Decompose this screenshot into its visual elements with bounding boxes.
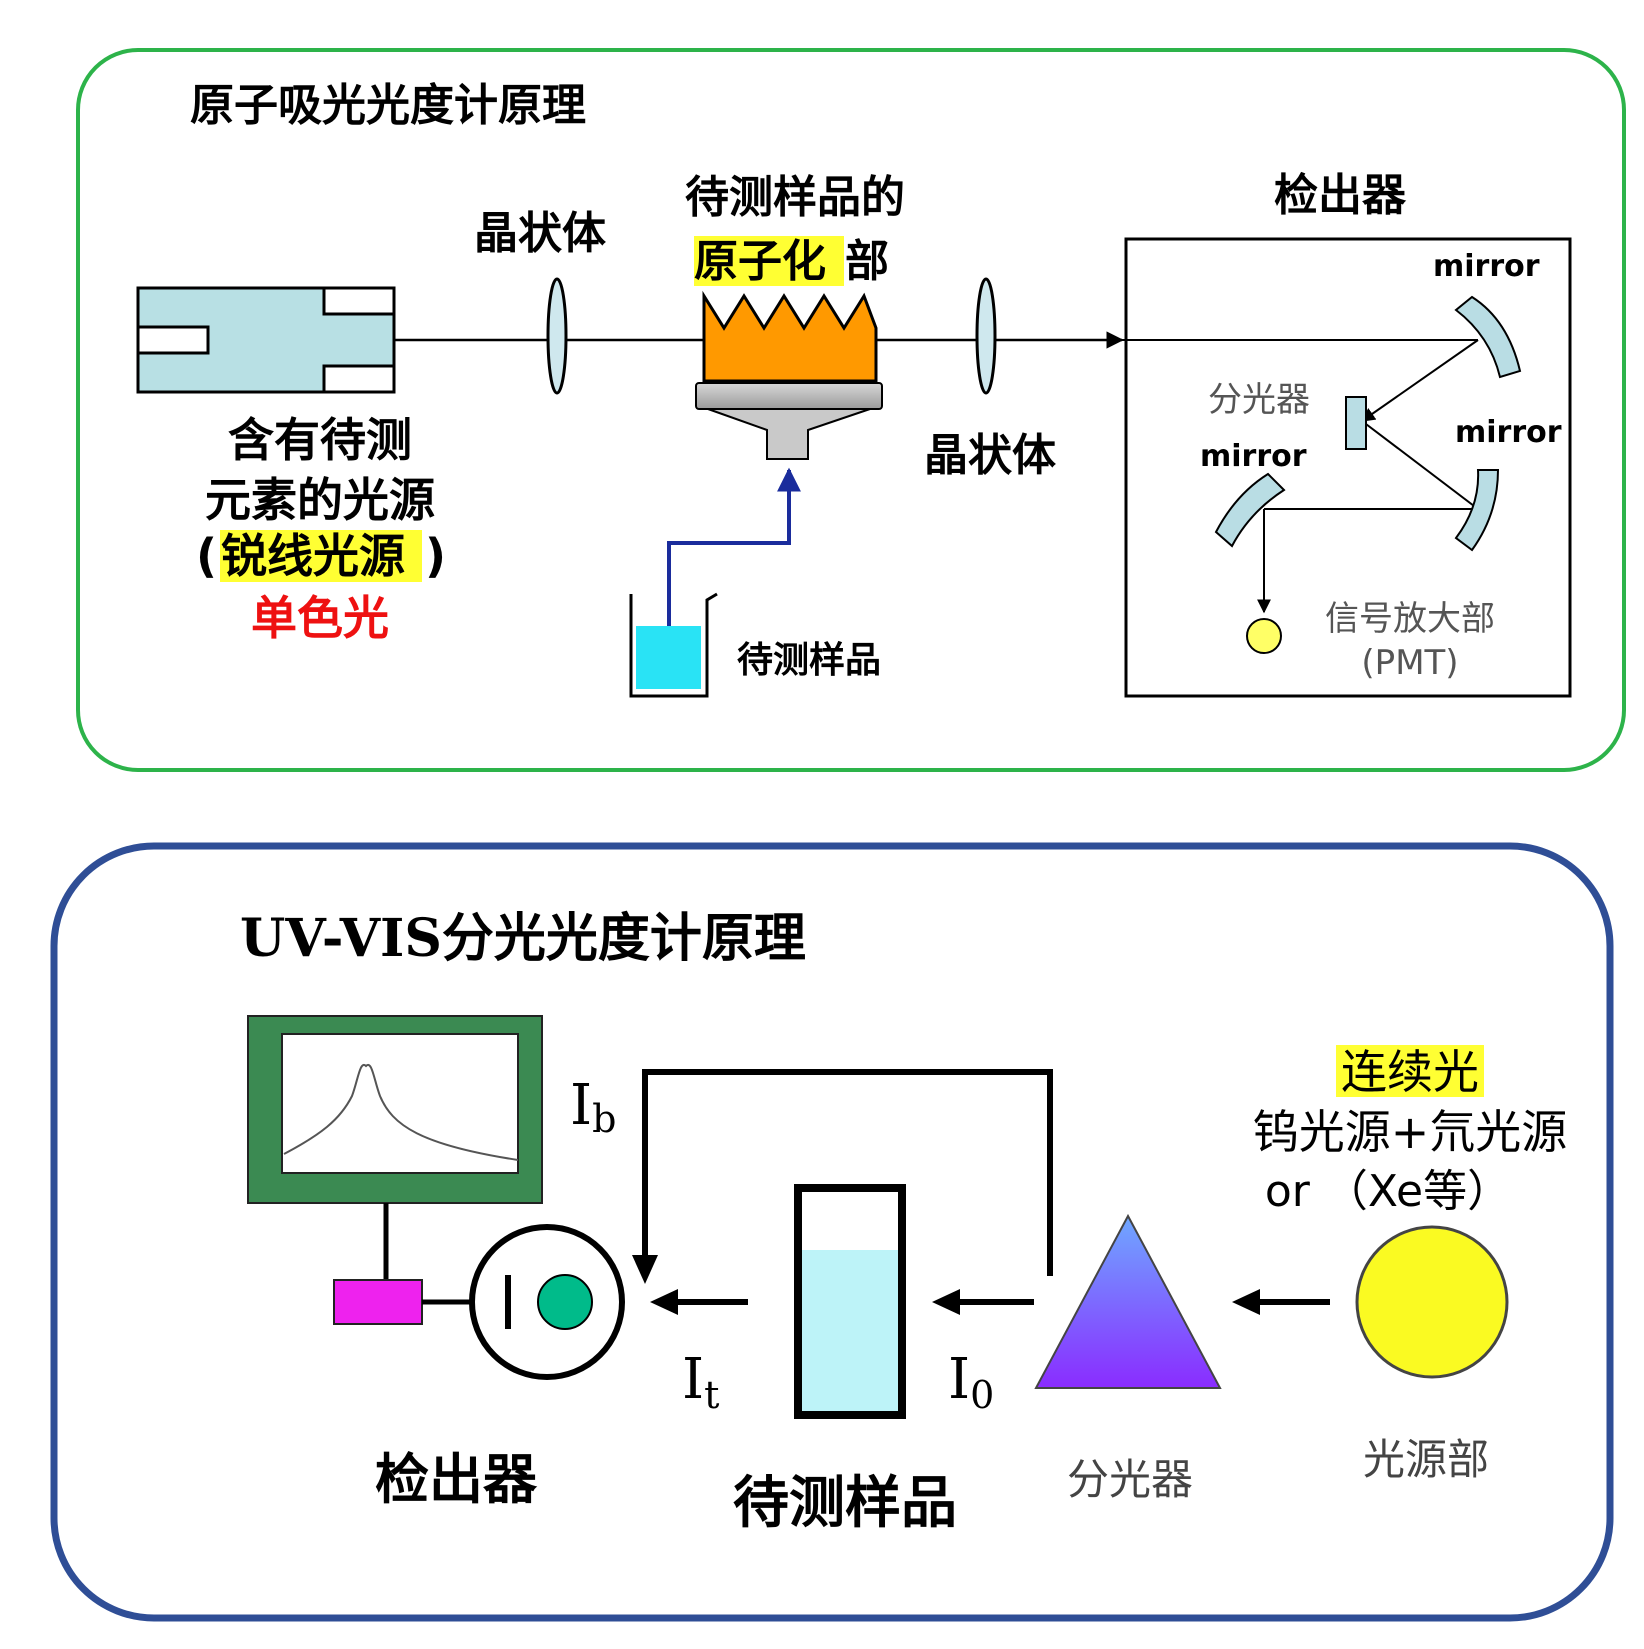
source-paren-open: ( — [196, 529, 217, 583]
lens-left-label: 晶状体 — [474, 208, 606, 259]
source-arrow — [1232, 1289, 1330, 1315]
flame-icon — [702, 290, 878, 383]
prism-label: 分光器 — [1067, 1455, 1193, 1504]
monitor-icon — [247, 1015, 543, 1204]
sample-label: 待测样品 — [737, 640, 881, 681]
reference-beam — [642, 1069, 1053, 1276]
source-label-mono: 单色光 — [251, 591, 389, 645]
aas-panel: 原子吸光光度计原理 晶状体 晶状体 待测样品的 原子化 部 — [76, 48, 1626, 772]
hollow-cathode-lamp — [136, 286, 396, 394]
lamp-types-label: 钨光源+氘光源 — [1253, 1105, 1568, 1159]
amp-label-line1: 信号放大部 — [1325, 599, 1495, 639]
incident-arrow — [932, 1289, 1034, 1315]
source-label-line2: 元素的光源 — [205, 473, 435, 527]
atomizer-highlight — [694, 236, 844, 286]
mirror-right-label: mirror — [1455, 415, 1562, 450]
lens-right-label: 晶状体 — [924, 430, 1056, 481]
it-label: It — [682, 1347, 719, 1417]
pmt-icon — [1246, 618, 1282, 654]
amp-label-line2: (PMT) — [1361, 643, 1458, 683]
aas-title: 原子吸光光度计原理 — [190, 80, 586, 131]
lamp-icon — [1355, 1225, 1509, 1379]
source-paren-close: ) — [425, 529, 446, 583]
uvvis-panel: UV-VIS分光光度计原理 — [50, 842, 1614, 1622]
lens-left — [546, 277, 568, 395]
mirror-right-icon — [1454, 469, 1500, 552]
detector-icon — [469, 1224, 625, 1380]
mirror-path — [1122, 339, 1479, 614]
cuvette-label: 待测样品 — [733, 1471, 957, 1536]
continuous-light-label: 连续光 — [1341, 1045, 1479, 1099]
detector-label: 检出器 — [375, 1448, 538, 1511]
prism-icon — [1034, 1213, 1222, 1389]
continuous-light-highlight — [1336, 1045, 1484, 1097]
mirror-left-icon — [1214, 472, 1286, 548]
splitter-plate-icon — [1345, 396, 1367, 450]
splitter-label: 分光器 — [1208, 380, 1310, 420]
uvvis-title: UV-VIS分光光度计原理 — [240, 908, 806, 969]
ib-label: Ib — [570, 1073, 616, 1141]
source-label-line1: 含有待测 — [228, 413, 412, 467]
atomizer-label-highlight: 原子化 — [694, 236, 826, 287]
i0-label: I0 — [948, 1347, 994, 1417]
detector-title: 检出器 — [1274, 170, 1407, 221]
mirror-top-label: mirror — [1433, 249, 1540, 284]
sample-feed-tube — [667, 467, 801, 655]
detector-box — [1124, 237, 1572, 698]
lamp-label: 光源部 — [1363, 1435, 1489, 1484]
atomizer-label-line1: 待测样品的 — [685, 172, 905, 223]
lamp-alt-label: or （Xe等） — [1265, 1166, 1511, 1217]
lens-right — [975, 277, 997, 395]
transmitted-arrow — [650, 1289, 748, 1315]
source-label-highlight: 锐线光源 — [221, 529, 405, 583]
mirror-top-icon — [1454, 295, 1522, 379]
atomizer-label-suffix: 部 — [845, 236, 889, 287]
sample-beaker — [629, 592, 718, 698]
atomizer-burner — [695, 290, 883, 460]
cuvette-icon — [794, 1184, 906, 1419]
mirror-left-label: mirror — [1200, 439, 1307, 474]
source-highlight — [220, 530, 422, 582]
reference-beam-arrowhead — [632, 1255, 658, 1284]
amplifier-icon — [333, 1279, 423, 1325]
